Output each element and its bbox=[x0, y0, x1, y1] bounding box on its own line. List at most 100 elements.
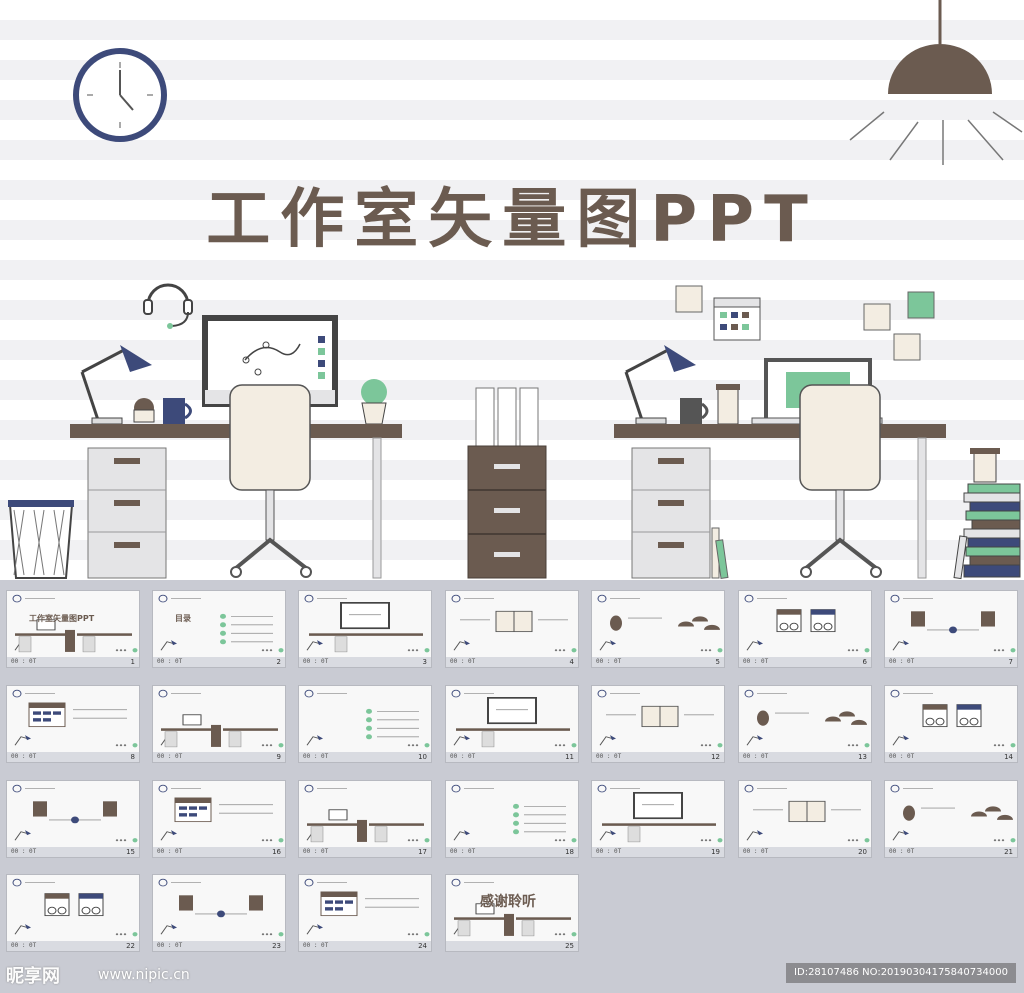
office-illustration bbox=[8, 0, 1023, 580]
slide-timestamp: 00 : 0T bbox=[450, 753, 476, 760]
slide-thumbnail[interactable]: 00 : 0T 10 bbox=[298, 685, 432, 763]
slide-footer bbox=[592, 657, 724, 667]
slide-footer bbox=[739, 657, 871, 667]
slide-footer bbox=[739, 752, 871, 762]
slide-number: 16 bbox=[272, 848, 281, 856]
slide-number: 10 bbox=[418, 753, 427, 761]
slide-preview-graphic bbox=[739, 781, 871, 847]
slide-timestamp: 00 : 0T bbox=[889, 753, 915, 760]
slide-footer bbox=[7, 752, 139, 762]
slide-thumbnail[interactable]: 00 : 0T 14 bbox=[884, 685, 1018, 763]
slide-footer bbox=[446, 752, 578, 762]
slide-footer bbox=[299, 752, 431, 762]
slide-footer bbox=[153, 941, 285, 951]
slide-footer bbox=[446, 941, 578, 951]
slide-timestamp: 00 : 0T bbox=[743, 658, 769, 665]
slide-timestamp: 00 : 0T bbox=[303, 753, 329, 760]
slide-timestamp: 00 : 0T bbox=[157, 848, 183, 855]
book-stack bbox=[953, 448, 1021, 580]
slide-preview-graphic bbox=[446, 781, 578, 847]
slide-number: 23 bbox=[272, 942, 281, 950]
slide-number: 8 bbox=[130, 753, 135, 761]
slide-timestamp: 00 : 0T bbox=[303, 942, 329, 949]
slide-number: 15 bbox=[126, 848, 135, 856]
slide-footer bbox=[885, 752, 1017, 762]
slide-preview-graphic bbox=[885, 686, 1017, 752]
slide-preview-graphic bbox=[7, 686, 139, 752]
slide-number: 6 bbox=[862, 658, 867, 666]
slide-preview-graphic bbox=[7, 781, 139, 847]
watermark-id: ID:28107486 NO:20190304175840734000 bbox=[786, 963, 1016, 983]
slide-timestamp: 00 : 0T bbox=[11, 848, 37, 855]
slide-footer bbox=[153, 657, 285, 667]
slide-preview-graphic bbox=[299, 875, 431, 941]
slide-number: 5 bbox=[715, 658, 720, 666]
slide-preview-graphic bbox=[885, 781, 1017, 847]
slide-preview-graphic bbox=[153, 875, 285, 941]
slide-footer bbox=[7, 847, 139, 857]
slide-number: 14 bbox=[1004, 753, 1013, 761]
slide-preview-graphic bbox=[592, 686, 724, 752]
slide-number: 4 bbox=[569, 658, 574, 666]
slide-number: 21 bbox=[1004, 848, 1013, 856]
slide-thumbnail[interactable]: 00 : 0T 16 bbox=[152, 780, 286, 858]
slide-number: 9 bbox=[276, 753, 281, 761]
slide-preview-graphic bbox=[299, 781, 431, 847]
slide-number: 13 bbox=[858, 753, 867, 761]
watermark-url: www.nipic.cn bbox=[98, 967, 190, 983]
headset-icon bbox=[143, 283, 193, 329]
slide-number: 19 bbox=[711, 848, 720, 856]
clock-icon bbox=[73, 48, 167, 142]
slide-number: 24 bbox=[418, 942, 427, 950]
slide-thumbnail[interactable]: 00 : 0T 24 bbox=[298, 874, 432, 952]
slide-timestamp: 00 : 0T bbox=[889, 848, 915, 855]
slide-preview-graphic bbox=[446, 686, 578, 752]
hero-banner: 工作室矢量图PPT bbox=[0, 0, 1024, 580]
slide-preview-graphic bbox=[299, 591, 431, 657]
slide-thumbnail[interactable]: 00 : 0T 6 bbox=[738, 590, 872, 668]
slide-preview-graphic bbox=[592, 781, 724, 847]
slide-preview-graphic bbox=[7, 875, 139, 941]
slide-footer bbox=[7, 941, 139, 951]
slide-preview-graphic bbox=[153, 686, 285, 752]
slide-timestamp: 00 : 0T bbox=[11, 658, 37, 665]
slide-number: 7 bbox=[1008, 658, 1013, 666]
slide-thumbnail[interactable]: 00 : 0T 21 bbox=[884, 780, 1018, 858]
slide-preview-graphic bbox=[153, 781, 285, 847]
slide-thumbnail[interactable]: 00 : 0T 11 bbox=[445, 685, 579, 763]
slide-preview-graphic bbox=[592, 591, 724, 657]
slide-footer bbox=[299, 657, 431, 667]
slide-number: 3 bbox=[422, 658, 427, 666]
slide-number: 2 bbox=[276, 658, 281, 666]
slide-preview-graphic bbox=[739, 591, 871, 657]
slide-thumbnail[interactable]: 00 : 0T 15 bbox=[6, 780, 140, 858]
slide-footer bbox=[446, 657, 578, 667]
slide-number: 22 bbox=[126, 942, 135, 950]
slide-footer bbox=[885, 657, 1017, 667]
slide-number: 12 bbox=[711, 753, 720, 761]
file-cabinet bbox=[467, 387, 547, 579]
slide-title: 工作室矢量图PPT bbox=[29, 614, 95, 623]
slide-timestamp: 00 : 0T bbox=[303, 848, 329, 855]
slide-timestamp: 00 : 0T bbox=[450, 848, 476, 855]
slide-number: 11 bbox=[565, 753, 574, 761]
watermark-logo: 昵享网 bbox=[6, 966, 60, 987]
